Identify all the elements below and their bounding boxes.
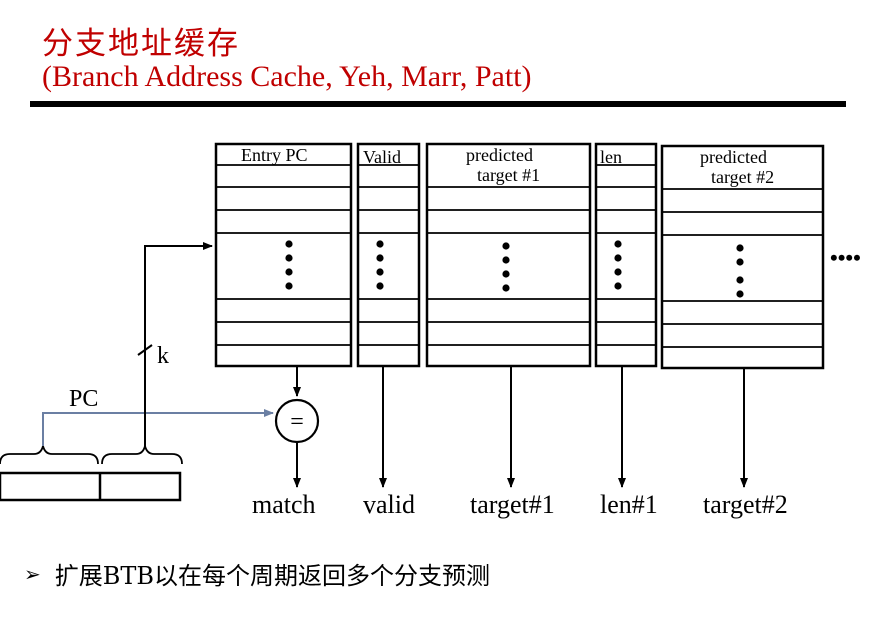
column-entry-pc: Entry PC xyxy=(214,142,353,368)
output-target1: target#1 xyxy=(470,490,555,519)
header-valid: Valid xyxy=(363,147,401,167)
output-len1: len#1 xyxy=(600,490,658,519)
output-match: match xyxy=(252,490,316,519)
header-target-2: target #2 xyxy=(711,167,774,187)
column-predicted-target-1: predicted target #1 xyxy=(425,142,592,368)
column-predicted-target-2: predicted target #2 xyxy=(660,144,825,370)
pc-index-brace xyxy=(101,445,183,465)
slide-title-en: (Branch Address Cache, Yeh, Marr, Patt) xyxy=(42,60,532,93)
more-columns-ellipsis: •••• xyxy=(830,245,861,270)
header-len: len xyxy=(600,147,622,167)
k-label: k xyxy=(157,343,169,369)
comparator: = xyxy=(274,398,320,444)
column-len: len xyxy=(594,142,658,368)
header-predicted-1: predicted xyxy=(466,145,533,165)
column-valid: Valid xyxy=(356,142,421,368)
output-target2: target#2 xyxy=(703,490,788,519)
header-target-1: target #1 xyxy=(477,165,540,185)
comparator-symbol: = xyxy=(290,409,304,435)
title-divider xyxy=(30,101,846,107)
pc-tag-path xyxy=(42,409,274,446)
arrow-bullet-icon: ➢ xyxy=(24,561,41,586)
header-predicted-2: predicted xyxy=(700,147,767,167)
pc-register xyxy=(0,471,182,502)
pc-label: PC xyxy=(69,386,98,412)
index-path xyxy=(144,242,213,446)
pc-high-brace xyxy=(0,445,99,465)
index-width-tick xyxy=(137,344,153,356)
bullet-point: ➢ 扩展BTB以在每个周期返回多个分支预测 xyxy=(24,556,490,591)
header-entry-pc: Entry PC xyxy=(241,145,308,165)
bullet-text: 扩展BTB以在每个周期返回多个分支预测 xyxy=(54,562,491,590)
output-valid: valid xyxy=(363,490,415,519)
slide-title-cn: 分支地址缓存 xyxy=(42,26,240,62)
